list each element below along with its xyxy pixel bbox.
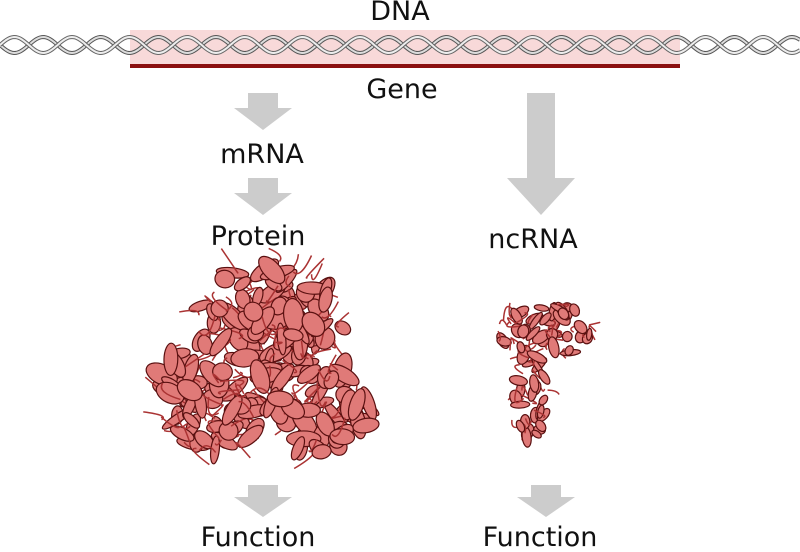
protein-label: Protein xyxy=(210,221,306,252)
dna-helix xyxy=(0,34,800,56)
arrow-protein-to-function xyxy=(234,485,292,517)
gene-label: Gene xyxy=(366,74,438,105)
arrow-mrna-to-protein xyxy=(234,178,292,215)
arrow-gene-to-mrna xyxy=(234,93,292,130)
arrow-ncrna-to-function xyxy=(517,485,575,517)
mrna-label: mRNA xyxy=(220,139,304,170)
arrow-gene-to-ncrna xyxy=(507,93,575,215)
ncrna-function-label: Function xyxy=(482,522,598,552)
ncrna-label: ncRNA xyxy=(488,224,578,255)
protein-function-label: Function xyxy=(200,522,316,552)
protein-structure-image xyxy=(143,247,380,470)
gene-line xyxy=(130,64,680,68)
dna-label: DNA xyxy=(370,0,430,27)
ncrna-structure-image xyxy=(496,301,601,448)
